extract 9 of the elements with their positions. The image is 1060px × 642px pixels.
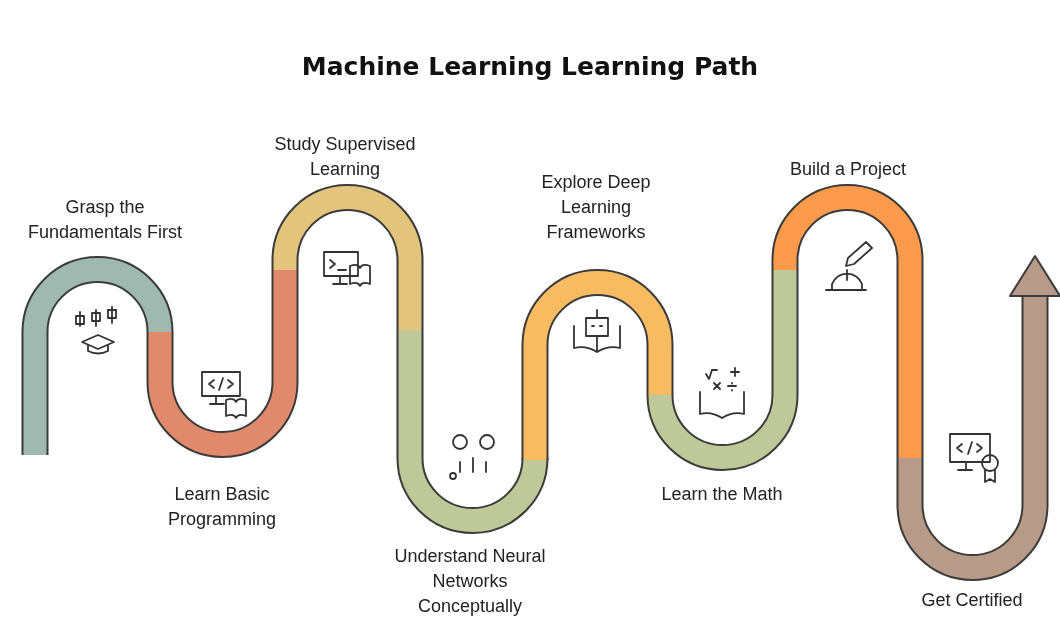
step-label: Explore Deep Learning Frameworks: [526, 170, 666, 245]
step-label: Grasp the Fundamentals First: [20, 195, 190, 245]
step-label: Build a Project: [758, 157, 938, 182]
step-label: Get Certified: [882, 588, 1060, 613]
step-label: Understand Neural Networks Conceptually: [380, 544, 560, 619]
step-label: Learn the Math: [632, 482, 812, 507]
step-label: Learn Basic Programming: [152, 482, 292, 532]
title: Machine Learning Learning Path: [300, 52, 760, 81]
step-label: Study Supervised Learning: [260, 132, 430, 182]
